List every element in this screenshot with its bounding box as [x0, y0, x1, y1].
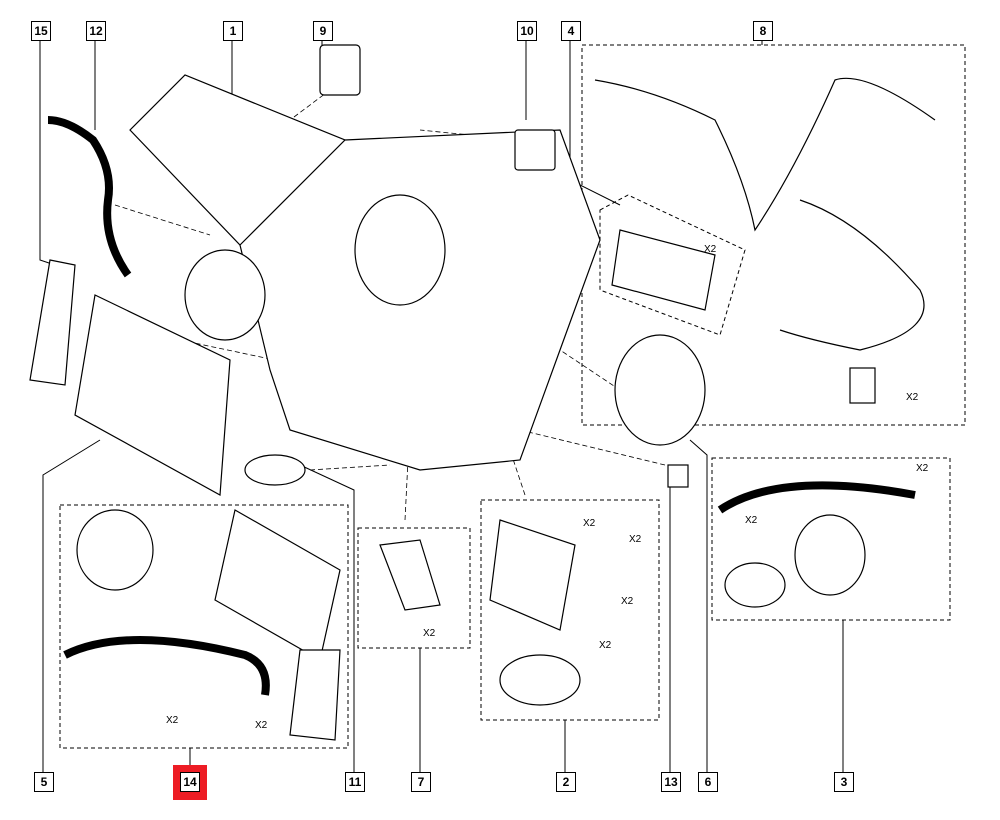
sensor-13	[667, 464, 689, 488]
callout-9[interactable]: 9	[313, 21, 333, 41]
kit-box-3	[711, 457, 951, 621]
callout-1[interactable]: 1	[223, 21, 243, 41]
leader-lines	[39, 40, 844, 772]
connector-3	[724, 562, 786, 608]
housing-side-flange	[184, 249, 266, 341]
parts	[29, 44, 936, 741]
resistor-4	[611, 229, 716, 311]
module-10	[514, 129, 556, 171]
blower-motor-6	[614, 334, 706, 446]
pollen-filter	[29, 259, 76, 386]
qty-label: X2	[599, 640, 612, 651]
qty-label: X2	[255, 720, 268, 731]
callout-13[interactable]: 13	[661, 772, 681, 792]
kit-box-7	[357, 527, 471, 649]
pipes-3	[717, 481, 916, 514]
callout-14[interactable]: 14	[180, 772, 200, 792]
heater-core-14	[214, 509, 341, 661]
housing-blower-opening	[354, 194, 446, 306]
evap-connector-2	[499, 654, 581, 706]
cabin-filter	[74, 294, 231, 496]
callout-4[interactable]: 4	[561, 21, 581, 41]
kit-boxes	[59, 44, 966, 749]
callout-3[interactable]: 3	[834, 772, 854, 792]
evaporator-2	[489, 519, 576, 631]
callout-7[interactable]: 7	[411, 772, 431, 792]
qty-label: X2	[629, 534, 642, 545]
callout-15[interactable]: 15	[31, 21, 51, 41]
actuator-7	[379, 539, 441, 611]
qty-label: X2	[704, 244, 717, 255]
qty-label: X2	[166, 715, 179, 726]
qty-label: X2	[583, 518, 596, 529]
callout-12[interactable]: 12	[86, 21, 106, 41]
callout-2[interactable]: 2	[556, 772, 576, 792]
bracket-14	[289, 649, 341, 741]
kit-box-4	[599, 194, 746, 336]
drain-hose	[47, 116, 132, 278]
qty-label: X2	[621, 596, 634, 607]
callout-8[interactable]: 8	[753, 21, 773, 41]
grommet-11	[244, 454, 306, 486]
qty-label: X2	[906, 392, 919, 403]
callout-11[interactable]: 11	[345, 772, 365, 792]
actuator-9	[319, 44, 361, 96]
callout-10[interactable]: 10	[517, 21, 537, 41]
qty-label: X2	[916, 463, 929, 474]
flange-14	[76, 509, 154, 591]
kit-box-2	[480, 499, 660, 721]
callout-5[interactable]: 5	[34, 772, 54, 792]
qty-label: X2	[423, 628, 436, 639]
callout-6[interactable]: 6	[698, 772, 718, 792]
kit-box-8	[581, 44, 966, 426]
qty-label: X2	[745, 515, 758, 526]
wiring-harness-8	[594, 77, 936, 232]
flange-3	[794, 514, 866, 596]
kit-box-14	[59, 504, 349, 749]
connector-clip	[849, 367, 876, 404]
heater-pipes-14	[63, 636, 270, 696]
